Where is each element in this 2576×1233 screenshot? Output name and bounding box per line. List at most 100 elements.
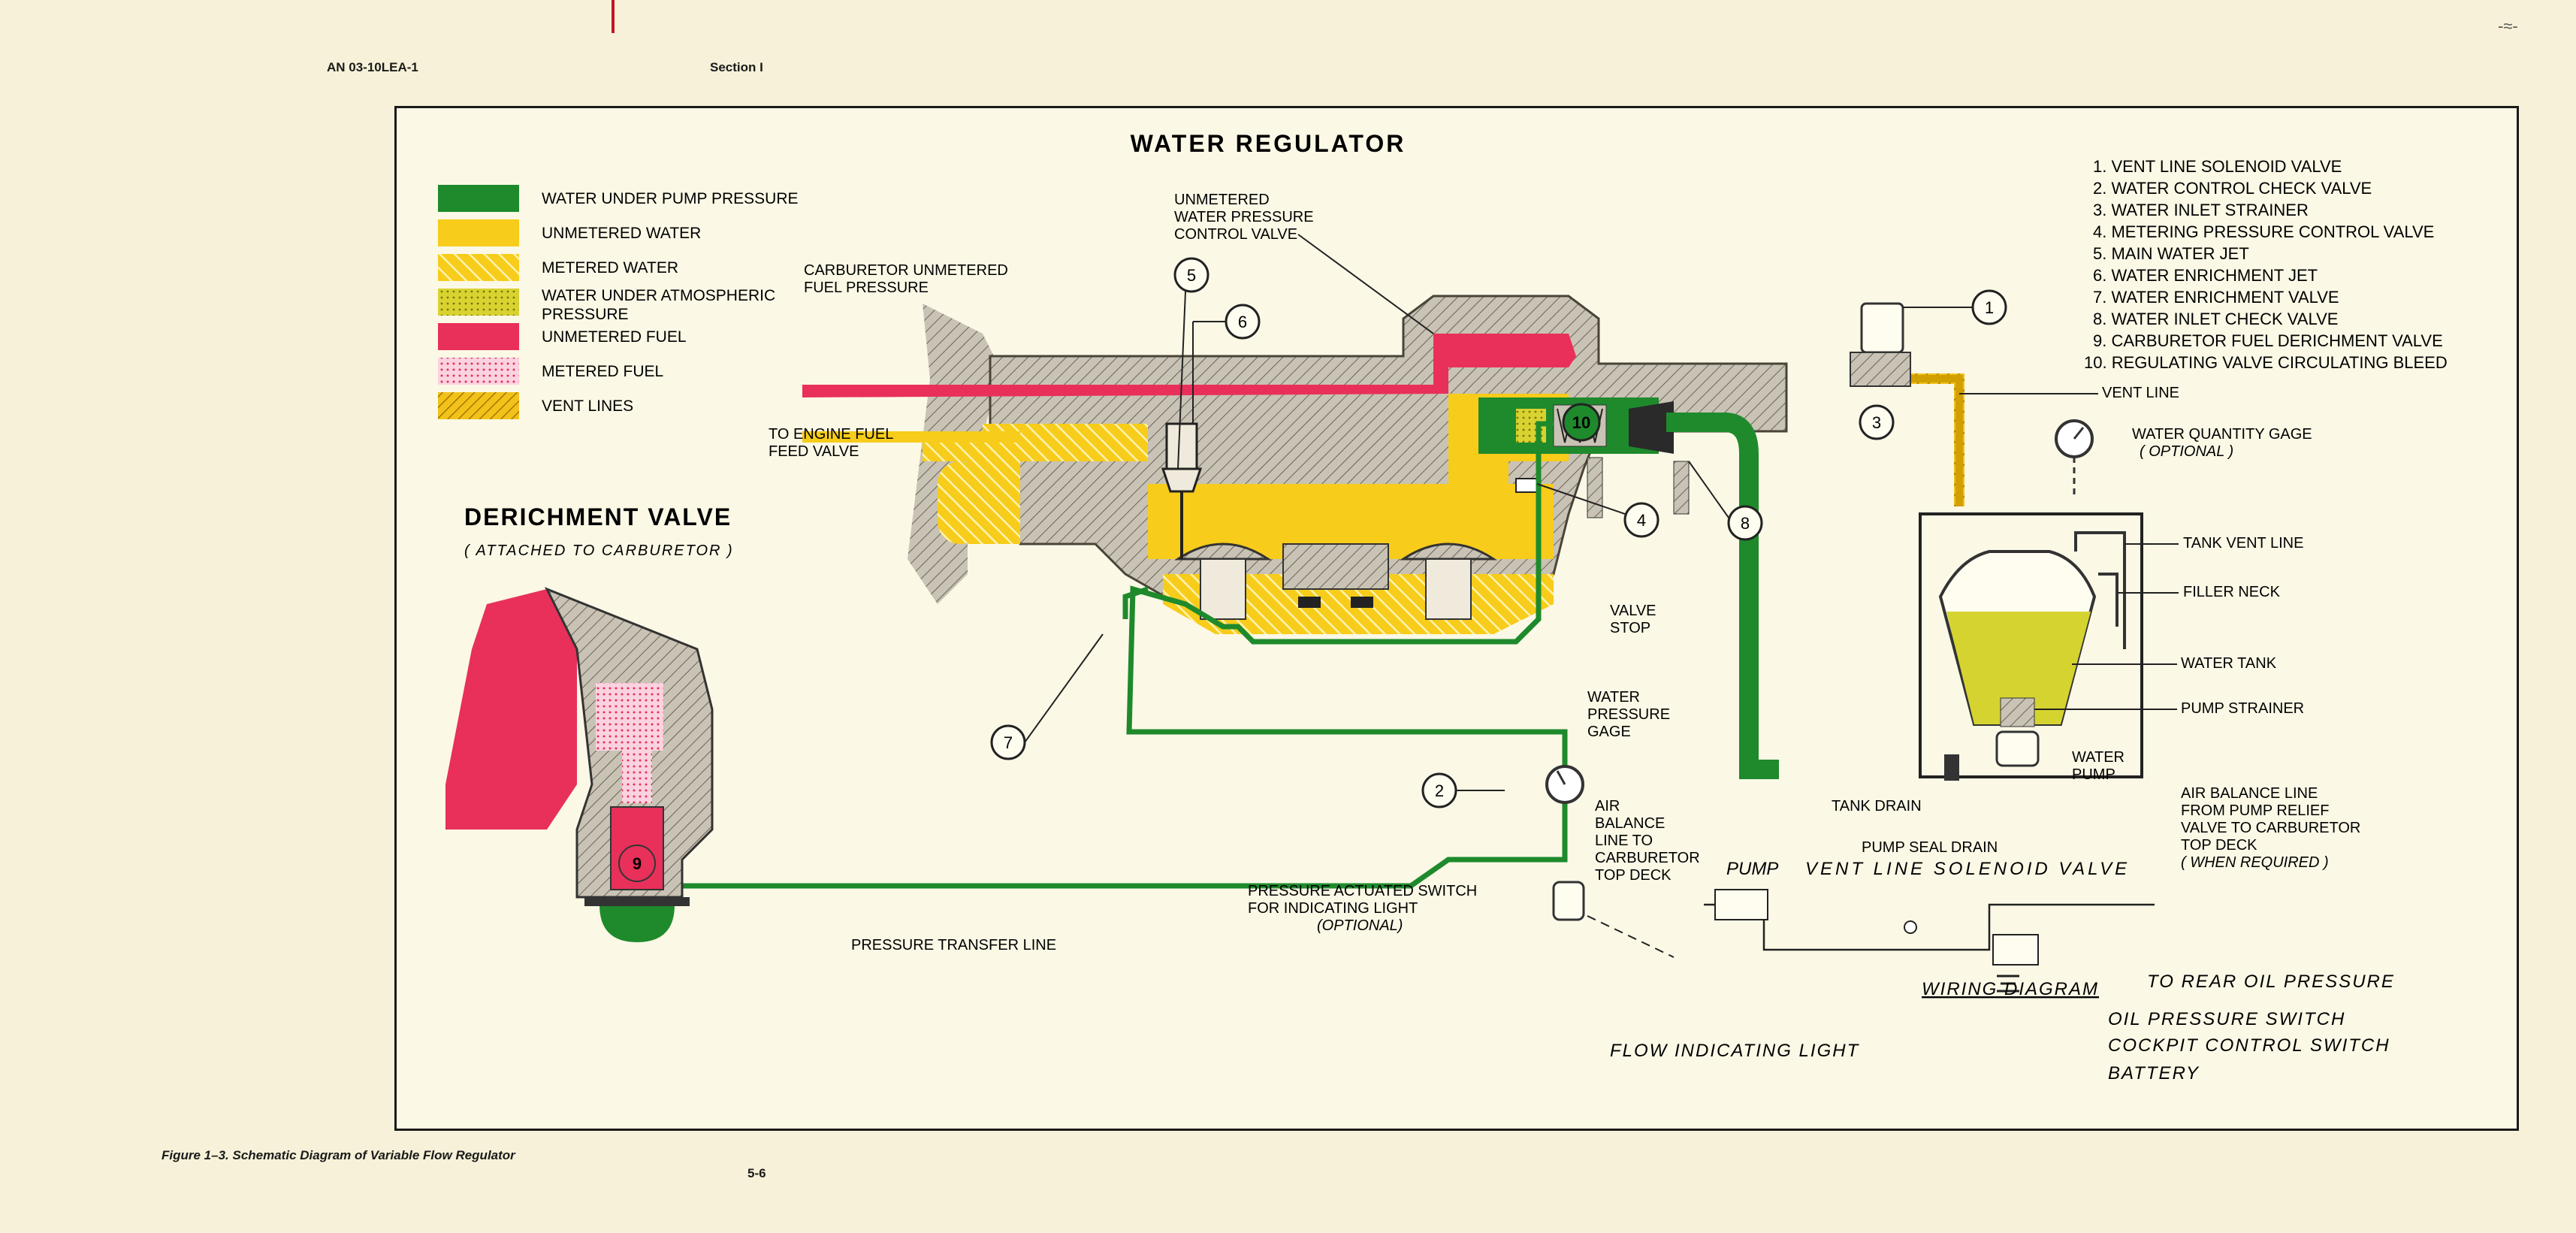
- pump-seal-drain-label: PUMP SEAL DRAIN: [1862, 839, 1998, 856]
- legend-label: METERED FUEL: [542, 363, 663, 380]
- unmetered-valve-label-3: CONTROL VALVE: [1174, 226, 1297, 243]
- corner-mark: -≈-: [2498, 17, 2518, 35]
- enrichment-jet: [1165, 422, 1198, 470]
- callout-10: 10: [1572, 413, 1590, 432]
- valve-stop-label-1: VALVE: [1610, 603, 1656, 619]
- carb-unmetered-label-2: FUEL PRESSURE: [804, 280, 929, 296]
- left-diaphragm: [1174, 542, 1272, 561]
- part-item: 2. WATER CONTROL CHECK VALVE: [2093, 179, 2372, 198]
- part-item: 9. CARBURETOR FUEL DERICHMENT VALVE: [2093, 331, 2443, 350]
- parts-list: 1. VENT LINE SOLENOID VALVE 2. WATER CON…: [2084, 157, 2448, 372]
- water-pump-label-1: WATER: [2072, 749, 2125, 766]
- pump-strainer-label: PUMP STRAINER: [2181, 700, 2304, 717]
- center-block: [1282, 543, 1389, 590]
- leader-8: [1688, 461, 1729, 518]
- stop-block-right: [1351, 597, 1373, 608]
- callout-8-circle: [1727, 505, 1763, 541]
- water-tank-assembly: [1919, 512, 2143, 781]
- water-pressure-gage: [1545, 765, 1584, 804]
- filler-neck-tube: [2098, 573, 2118, 627]
- tank-vent-tube: [2074, 531, 2126, 649]
- pressure-switch: [1552, 881, 1585, 921]
- derichment-valve: 9: [445, 587, 714, 942]
- leader-5: [1177, 291, 1186, 470]
- solenoid-base: [1850, 352, 1911, 387]
- legend-swatch-yellow-hatched: [438, 254, 519, 281]
- left-fitting: [1587, 457, 1603, 518]
- air-bal-carb-label-2: BALANCE: [1595, 815, 1665, 832]
- legend-swatch-red: [438, 323, 519, 350]
- wiring-cockpit-switch: COCKPIT CONTROL SWITCH: [2108, 1035, 2390, 1056]
- derichment-diaphragm: [584, 897, 690, 906]
- water-tank-label: WATER TANK: [2181, 655, 2277, 672]
- gage-needle: [2073, 427, 2085, 440]
- right-fitting: [1673, 461, 1690, 515]
- leader-7: [1024, 633, 1104, 743]
- unmetered-fuel-line: [802, 334, 1576, 397]
- callout-9: 9: [633, 854, 642, 873]
- legend-label: VENT LINES: [542, 397, 633, 415]
- callout-8: 8: [1741, 514, 1750, 533]
- figure-caption: Figure 1–3. Schematic Diagram of Variabl…: [162, 1148, 515, 1162]
- flow-indicator-light-symbol: [1904, 920, 1917, 934]
- part-item: 7. WATER ENRICHMENT VALVE: [2093, 288, 2339, 307]
- callout-4-circle: [1623, 502, 1659, 538]
- legend-label: PRESSURE: [542, 306, 629, 323]
- part-item: 6. WATER ENRICHMENT JET: [2093, 266, 2318, 285]
- callout-6: 6: [1238, 313, 1247, 331]
- part-item: 1. VENT LINE SOLENOID VALVE: [2093, 157, 2342, 176]
- pressure-valve-port: [1515, 478, 1538, 493]
- unmetered-water-chamber: [1148, 484, 1554, 559]
- callout-1: 1: [1985, 298, 1994, 317]
- page-number: 5-6: [747, 1166, 766, 1180]
- pressure-switch-label-3: (OPTIONAL): [1317, 917, 1403, 934]
- derichment-fuel-chamber: [445, 589, 577, 830]
- wiring-pump-label: PUMP: [1726, 859, 1778, 879]
- legend: WATER UNDER PUMP PRESSURE UNMETERED WATE…: [438, 185, 799, 419]
- supply-line-tank: [1666, 413, 1779, 779]
- unmetered-valve-leader: [1297, 234, 1434, 334]
- return-line: [1122, 586, 1149, 619]
- pressure-switch-label-1: PRESSURE ACTUATED SWITCH: [1248, 883, 1477, 899]
- air-bal-carb-label-5: TOP DECK: [1595, 867, 1672, 884]
- engine-feed-label-2: FEED VALVE: [769, 443, 859, 460]
- water-gage-label-2: PRESSURE: [1587, 706, 1670, 723]
- leader-4: [1536, 483, 1626, 515]
- callout-9-circle: [618, 845, 656, 882]
- pressure-line: [1126, 421, 1554, 735]
- wiring-dashed-lead: [1587, 915, 1675, 958]
- part-item: 4. METERING PRESSURE CONTROL VALVE: [2093, 222, 2434, 241]
- water-qty-gage-label: WATER QUANTITY GAGE: [2132, 426, 2312, 443]
- water-gage-label-1: WATER: [1587, 689, 1640, 706]
- inlet-strainer: [1629, 401, 1674, 454]
- vent-line-core: [1869, 375, 1963, 506]
- tank-water: [1946, 612, 2091, 724]
- left-spring: [1200, 558, 1246, 620]
- pressure-gage-needle: [1556, 770, 1566, 785]
- derichment-water-chamber: [599, 905, 675, 942]
- callout-5-circle: [1173, 257, 1209, 293]
- legend-swatch-pink: [438, 358, 519, 385]
- legend-swatch-green: [438, 185, 519, 212]
- callout-10-circle: [1562, 403, 1601, 442]
- air-balance-label-1: AIR BALANCE LINE: [2181, 785, 2318, 802]
- callout-5: 5: [1187, 266, 1196, 285]
- part-item: 5. MAIN WATER JET: [2093, 244, 2249, 263]
- spring-coil: [1557, 408, 1603, 443]
- vent-line: [1869, 373, 1964, 506]
- pressure-switch-label-2: FOR INDICATING LIGHT: [1248, 900, 1418, 917]
- air-bal-carb-label-4: CARBURETOR: [1595, 850, 1700, 866]
- right-diaphragm: [1400, 542, 1497, 561]
- tank-frame: [1919, 512, 2143, 778]
- main-jet: [1161, 467, 1203, 493]
- water-qty-optional: ( OPTIONAL ): [2140, 443, 2233, 460]
- derichment-subtitle: ( ATTACHED TO CARBURETOR ): [464, 542, 734, 559]
- wiring-rear-oil: TO REAR OIL PRESSURE: [2147, 972, 2395, 992]
- water-gage-label-3: GAGE: [1587, 724, 1631, 740]
- legend-label: WATER UNDER ATMOSPHERIC: [542, 287, 775, 304]
- legend-swatch-vent: [438, 392, 519, 419]
- wiring-oil-switch: OIL PRESSURE SWITCH: [2108, 1009, 2345, 1029]
- wiring-flow-light: FLOW INDICATING LIGHT: [1610, 1041, 1860, 1061]
- document-id: AN 03-10LEA-1: [327, 60, 418, 74]
- metered-fuel-stem: [622, 751, 652, 803]
